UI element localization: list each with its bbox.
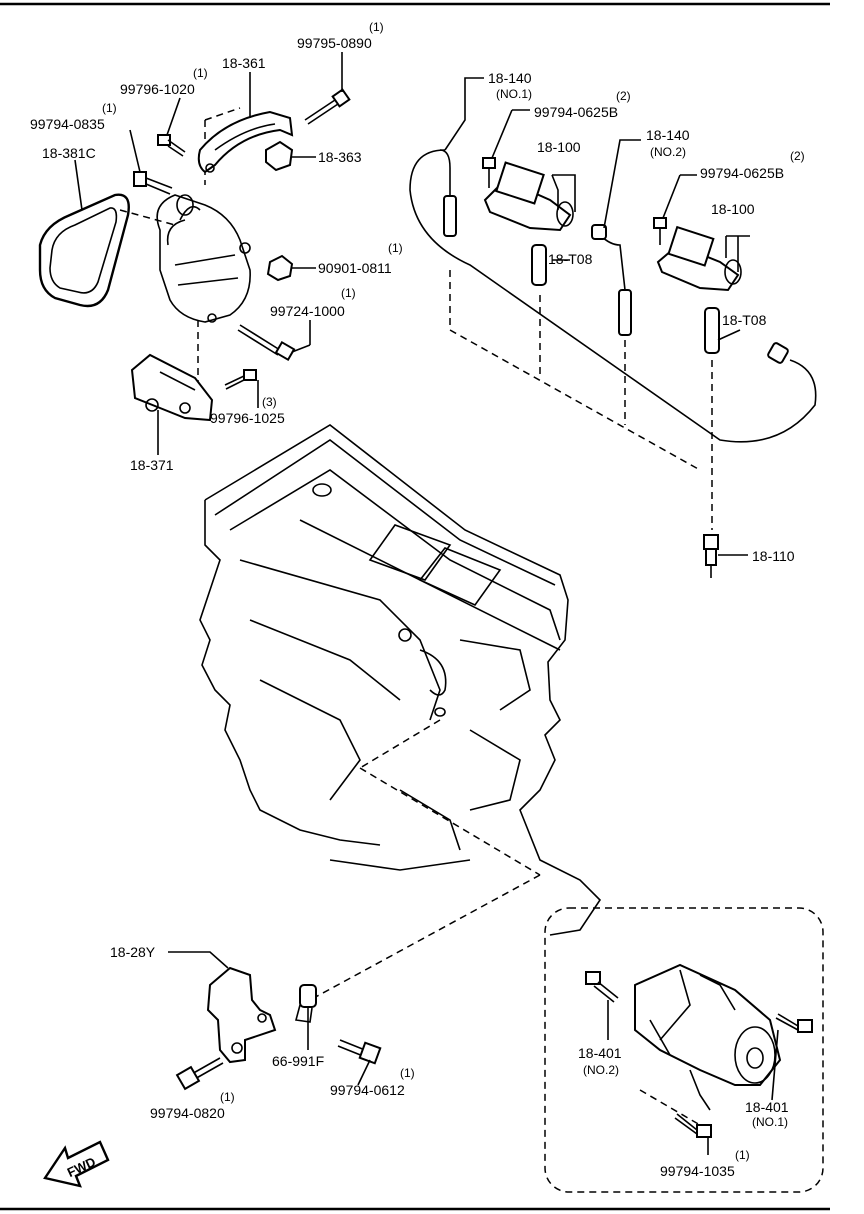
label-99794-0625B-b: 99794-0625B [700,165,784,181]
label-18-140-no1: 18-140 [488,70,532,86]
qty-99724-1000: (1) [341,286,356,300]
fwd-arrow-icon: FWD [43,1140,110,1188]
alternator-bracket-18-371 [130,353,214,422]
adjusting-arm-18-361 [197,110,294,174]
starter-bolt-18-401-no2 [585,971,619,1003]
label-99795-0890: 99795-0890 [297,35,372,51]
label-99724-1000: 99724-1000 [270,303,345,319]
starter-bolt-18-401-no1 [775,1013,813,1033]
qty-99794-0835: (1) [102,101,117,115]
label-99794-0612: 99794-0612 [330,1082,405,1098]
qty-99794-1035: (1) [735,1148,750,1162]
label-18-T08-b: 18-T08 [722,312,767,328]
bolt-99724-1000 [237,324,296,362]
label-66-991F: 66-991F [272,1053,324,1069]
coil-bolt-99794-0625B-a [482,157,496,188]
plug-wire-18-140-no1 [409,149,817,443]
label-18-110: 18-110 [752,548,795,564]
ignition-coil-18-100-a [483,161,574,232]
nut-90901-0811 [266,254,294,282]
qty-99794-0625B-a: (2) [616,89,631,103]
label-18-401-no1: 18-401 [745,1099,789,1115]
label-99794-0625B-a: 99794-0625B [534,104,618,120]
bolt-99796-1020 [157,134,186,157]
sublabel-18-401-no1: (NO.1) [752,1115,788,1129]
ignition-coil-18-100-b [656,225,742,292]
engine-block-outline [199,424,602,936]
label-18-100-a: 18-100 [537,139,581,155]
qty-99795-0890: (1) [369,20,384,34]
label-18-363: 18-363 [318,149,362,165]
qty-99796-1020: (1) [193,66,208,80]
drive-belt-18-381C [38,193,130,308]
label-18-140-no2: 18-140 [646,127,690,143]
bolt-99795-0890 [304,88,351,125]
starter-motor-18-401 [634,963,782,1111]
adjusting-bolt-18-363 [265,140,294,172]
bolt-99794-0835 [133,171,173,195]
label-99794-0820: 99794-0820 [150,1105,225,1121]
label-99796-1020: 99796-1020 [120,81,195,97]
alternator [156,194,251,323]
label-99794-1035: 99794-1035 [660,1163,735,1179]
qty-99794-0612: (1) [400,1066,415,1080]
assembly-dashed-lines [119,107,713,1126]
sublabel-18-140-no1: (NO.1) [496,87,532,101]
label-99796-1025: 99796-1025 [210,410,285,426]
label-18-100-b: 18-100 [711,201,755,217]
label-18-361: 18-361 [222,55,266,71]
coil-bolt-99794-0625B-b [653,217,667,245]
bolt-99796-1025 [224,369,257,390]
part-labels: (1) 99795-0890 18-361 (1) 99796-1020 (1)… [30,20,805,1179]
plug-wire-18-140-no2 [591,224,632,336]
label-18-381C: 18-381C [42,145,96,161]
qty-99794-0625B-b: (2) [790,149,805,163]
plug-boot-18-T08-a [531,244,547,286]
starter-inset-frame [544,907,824,1193]
spark-plug-18-110 [703,534,719,578]
label-18-28Y: 18-28Y [110,944,156,960]
label-leader-lines [74,52,779,1155]
label-18-T08-a: 18-T08 [548,251,593,267]
sublabel-18-401-no2: (NO.2) [583,1063,619,1077]
label-18-401-no2: 18-401 [578,1045,622,1061]
crank-position-sensor-66-991F [294,984,317,1023]
qty-99794-0820: (1) [220,1090,235,1104]
bolt-99794-0612 [337,1039,382,1065]
plug-boot-18-T08-b [704,307,720,354]
label-90901-0811: 90901-0811 [318,260,392,276]
qty-90901-0811: (1) [388,241,403,255]
sensor-bracket-18-28Y [206,966,277,1064]
qty-99796-1025: (3) [262,395,277,409]
label-18-371: 18-371 [130,457,174,473]
starter-bolt-99794-1035 [674,1113,712,1138]
bolt-99794-0820 [175,1057,224,1091]
label-99794-0835: 99794-0835 [30,116,105,132]
sublabel-18-140-no2: (NO.2) [650,145,686,159]
